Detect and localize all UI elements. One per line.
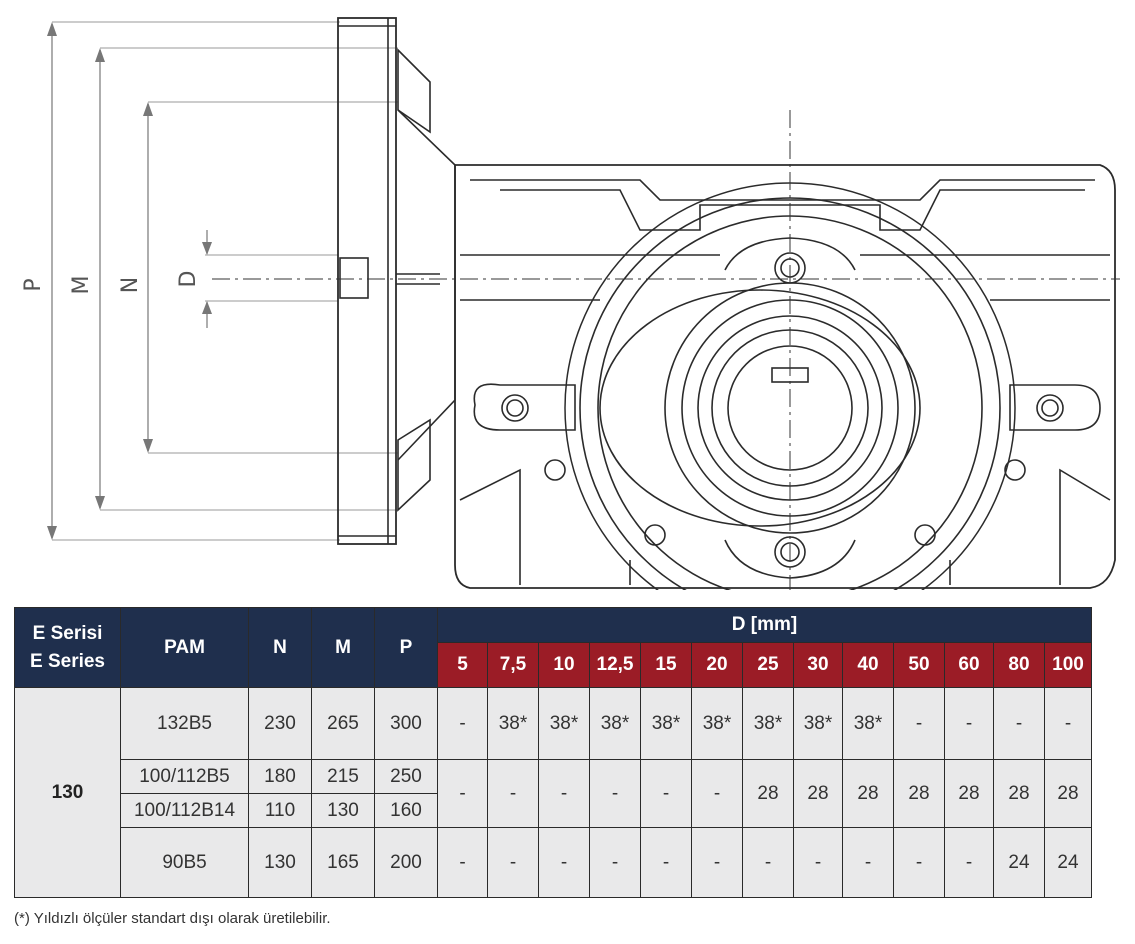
p-cell: 200 [374,827,438,898]
table-row: 130 132B5 230 265 300 - 38* 38* 38* 38* … [14,687,1092,898]
n-cell: 230 [248,687,312,760]
pam-cell: 90B5 [120,827,249,898]
dim-label-p: P [21,278,46,291]
d-cell: 38* [691,687,743,760]
d-cell: 28 [842,759,894,828]
d-cell: - [538,827,590,898]
pam-cell: 100/112B5 [120,759,249,794]
p-header: P [374,607,438,688]
m-cell: 215 [311,759,375,794]
pam-cell: 132B5 [120,687,249,760]
d-cell: 28 [1044,759,1092,828]
d-cell: 28 [793,759,843,828]
gearbox-technical-drawing: P M N D [21,17,1120,590]
d-header: D [mm] [437,607,1092,643]
table-row: 100/112B5 180 215 250 - - - - - - 28 28 … [15,759,1092,828]
pam-cell: 100/112B14 [120,793,249,828]
d-cell: - [487,827,539,898]
dimension-table: E Serisi E Series PAM N M P D [mm] 5 7,5… [14,607,1092,898]
d-cell: - [691,827,743,898]
d-value-header: 50 [893,642,945,688]
d-value-header: 80 [993,642,1045,688]
d-value-header: 5 [437,642,488,688]
dim-label-d: D [176,271,201,288]
d-cell: 28 [944,759,994,828]
table-row: 90B5 130 165 200 - - - - - - - - - - - 2… [15,827,1092,898]
series-header-tr: E Serisi [32,622,103,644]
d-value-header: 7,5 [487,642,539,688]
d-value-header: 15 [640,642,692,688]
p-cell: 300 [374,687,438,760]
d-value-header: 10 [538,642,590,688]
d-cell: - [793,827,843,898]
d-cell: - [487,759,539,828]
d-cell: - [589,827,641,898]
p-cell: 250 [374,759,438,794]
n-cell: 180 [248,759,312,794]
d-cell: 28 [993,759,1045,828]
d-cell: - [842,827,894,898]
m-cell: 265 [311,687,375,760]
d-cell: - [640,759,692,828]
d-cell: 38* [538,687,590,760]
d-cell: 38* [793,687,843,760]
d-cell: - [640,827,692,898]
d-cell: 38* [640,687,692,760]
series-header: E Serisi E Series [14,607,121,688]
n-header: N [248,607,312,688]
d-cell: - [944,687,994,760]
d-cell: - [893,687,945,760]
pam-header: PAM [120,607,249,688]
d-cell: - [538,759,590,828]
d-cell: 24 [993,827,1045,898]
d-cell: - [437,687,488,760]
d-value-header: 12,5 [589,642,641,688]
dim-label-m: M [69,276,94,295]
d-cell: - [437,759,488,828]
d-cell: 38* [842,687,894,760]
d-value-header: 25 [742,642,794,688]
d-value-header: 60 [944,642,994,688]
d-cell: - [437,827,488,898]
d-cell: - [1044,687,1092,760]
d-cell: - [691,759,743,828]
d-cell: - [589,759,641,828]
m-header: M [311,607,375,688]
d-cell: 38* [487,687,539,760]
m-cell: 165 [311,827,375,898]
d-cell: 24 [1044,827,1092,898]
d-value-header: 100 [1044,642,1092,688]
d-cell: - [893,827,945,898]
p-cell: 160 [374,793,438,828]
d-cell: 38* [742,687,794,760]
footnote: (*) Yıldızlı ölçüler standart dışı olara… [14,910,331,927]
m-cell: 130 [311,793,375,828]
table-row: 100/112B14 110 130 160 [15,793,1092,828]
d-cell: 38* [589,687,641,760]
d-cell: - [742,827,794,898]
d-value-header: 20 [691,642,743,688]
size-cell: 130 [14,687,121,898]
d-cell: 28 [742,759,794,828]
d-cell: 28 [893,759,945,828]
dim-label-n: N [118,277,143,293]
d-value-header: 30 [793,642,843,688]
d-value-header: 40 [842,642,894,688]
n-cell: 110 [248,793,312,828]
d-cell: - [993,687,1045,760]
series-header-en: E Series [30,650,105,672]
n-cell: 130 [248,827,312,898]
d-cell: - [944,827,994,898]
